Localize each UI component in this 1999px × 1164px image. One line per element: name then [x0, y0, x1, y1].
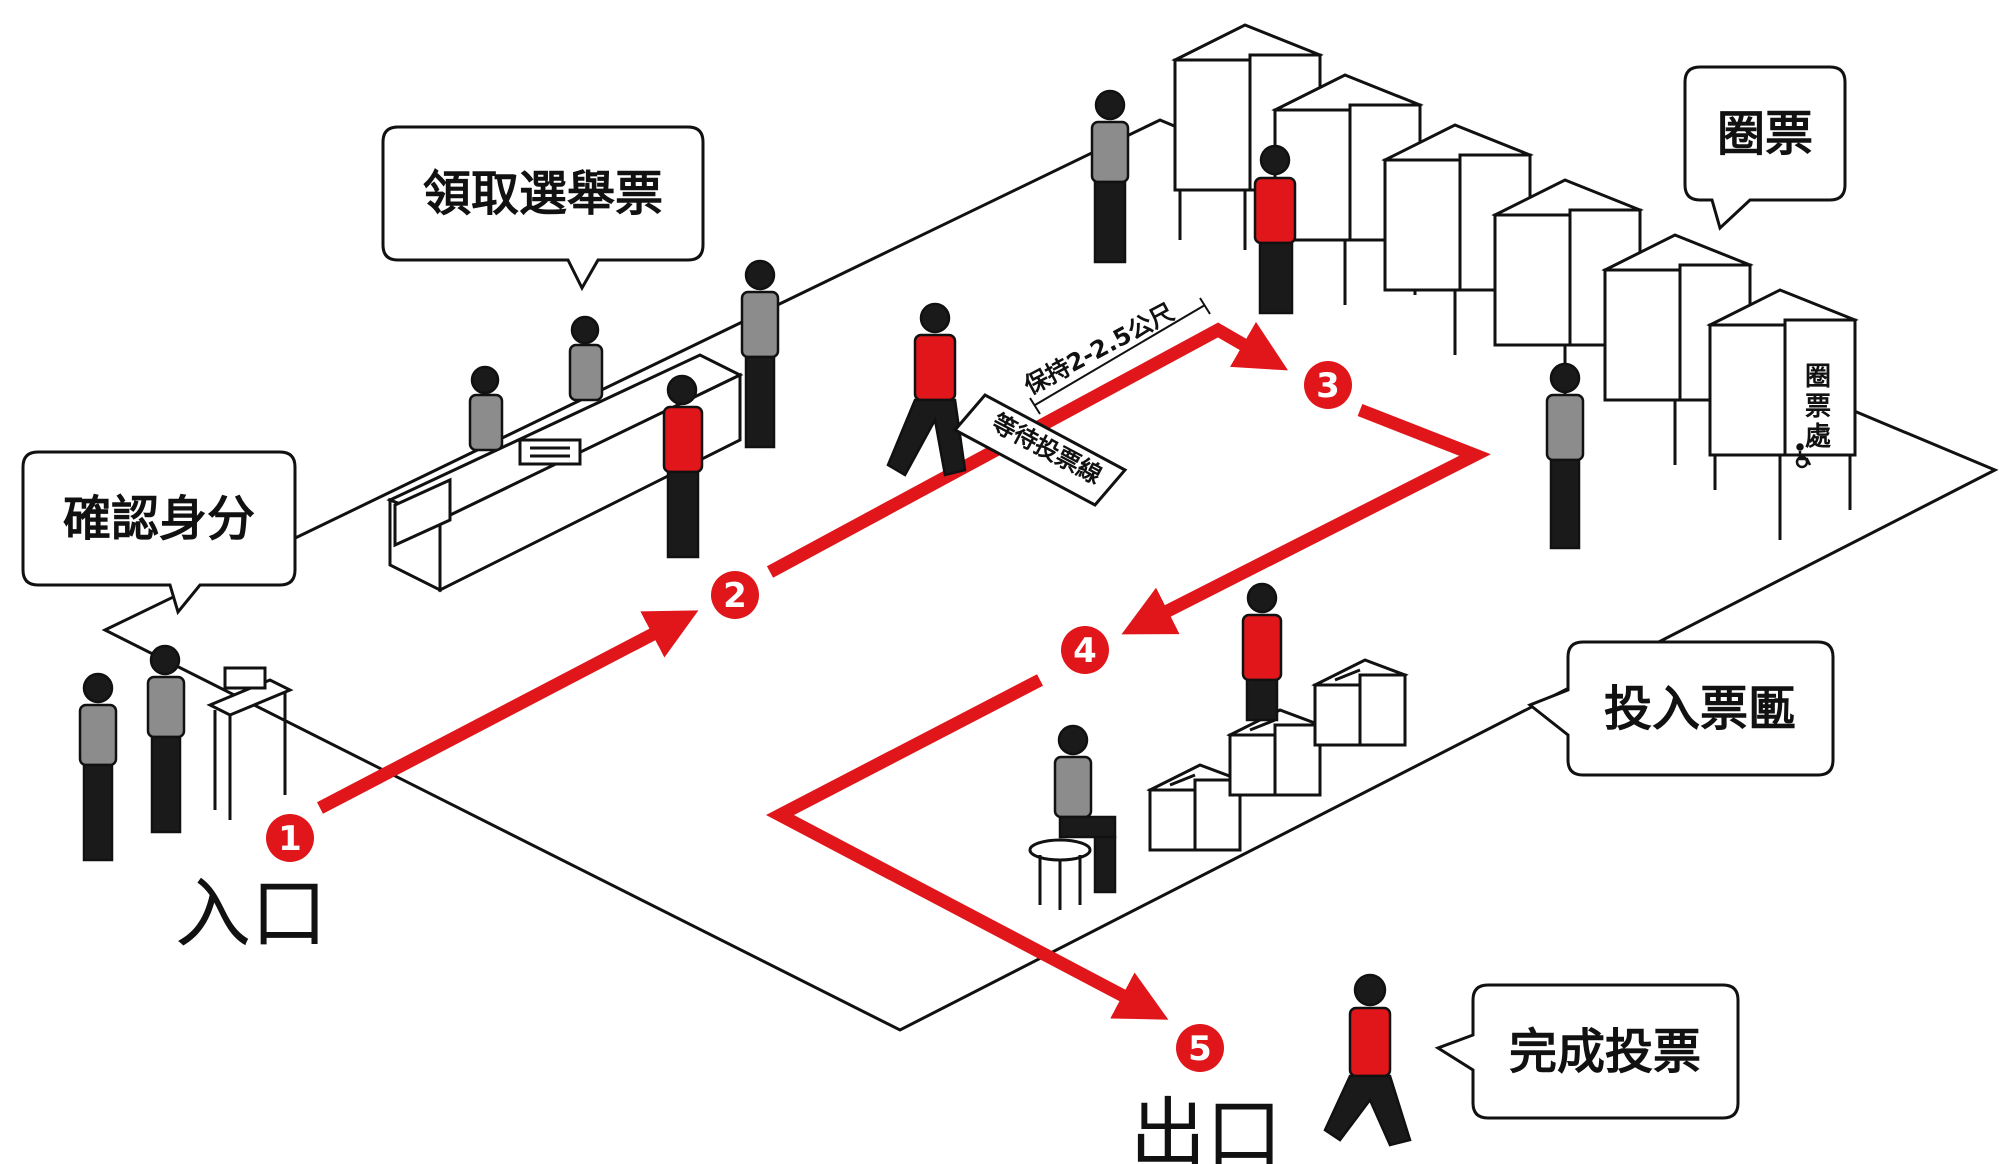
bubble-mark-ballot: 圈票 [1683, 65, 1847, 231]
person-queue-1 [78, 672, 118, 862]
stool [1028, 838, 1092, 910]
staff-booth-monitor [1090, 89, 1130, 264]
step-marker-3: 3 [1304, 361, 1352, 409]
step-marker-4: 4 [1061, 626, 1109, 674]
keep-distance-label: 保持2-2.5公尺 [1019, 298, 1179, 401]
ballot-boxes [1146, 658, 1409, 852]
step-marker-5: 5 [1176, 1024, 1224, 1072]
exit-label: 出口 [1130, 1089, 1282, 1164]
bubble-finish-voting: 完成投票 [1434, 983, 1740, 1120]
staff-seated [1053, 724, 1117, 894]
staff-3 [740, 259, 780, 449]
bubble-verify-identity-text: 確認身分 [63, 491, 255, 547]
voter-exiting [1323, 973, 1412, 1147]
booth-sign-char-3: 處 [1805, 422, 1831, 452]
wait-line-sign: 等待投票線 [952, 393, 1128, 507]
voter-walking [886, 302, 967, 477]
step-marker-1: 1 [266, 814, 314, 862]
voting-route [316, 321, 1491, 1020]
bubble-finish-voting-text: 完成投票 [1509, 1024, 1701, 1080]
staff-2 [568, 315, 604, 402]
floor-outline [101, 118, 1999, 1032]
step-number-5: 5 [1188, 1029, 1212, 1069]
staff-1 [468, 365, 504, 452]
voting-booths [1171, 23, 1859, 540]
step-number-3: 3 [1316, 366, 1340, 406]
voter-casting [1241, 582, 1283, 722]
step-markers: 1 2 3 4 5 [266, 361, 1352, 1072]
wheelchair-icon [1795, 443, 1812, 469]
bubble-cast-ballot-text: 投入票匭 [1604, 681, 1796, 737]
voter-in-booth [1253, 144, 1297, 315]
person-queue-2 [146, 644, 186, 834]
booth-sign-char-1: 圈 [1805, 362, 1831, 392]
step-number-2: 2 [723, 576, 747, 616]
bubble-verify-identity: 確認身分 [21, 450, 297, 616]
voter-receiving-ballot [662, 374, 704, 559]
bubble-cast-ballot: 投入票匭 [1527, 640, 1835, 777]
step-number-4: 4 [1073, 631, 1097, 671]
booth-sign: 圈 票 處 [1795, 362, 1831, 469]
bubble-receive-ballot: 領取選舉票 [381, 125, 705, 292]
id-check-stand [206, 666, 294, 820]
entrance-label: 入口 [175, 869, 327, 958]
ballot-table [386, 353, 744, 593]
bubble-mark-ballot-text: 圈票 [1717, 106, 1813, 162]
people [78, 89, 1585, 1147]
step-number-1: 1 [278, 819, 302, 859]
bubble-receive-ballot-text: 領取選舉票 [423, 166, 663, 222]
booth-sign-char-2: 票 [1805, 392, 1831, 422]
step-marker-2: 2 [711, 571, 759, 619]
voter-waiting [1545, 362, 1585, 550]
